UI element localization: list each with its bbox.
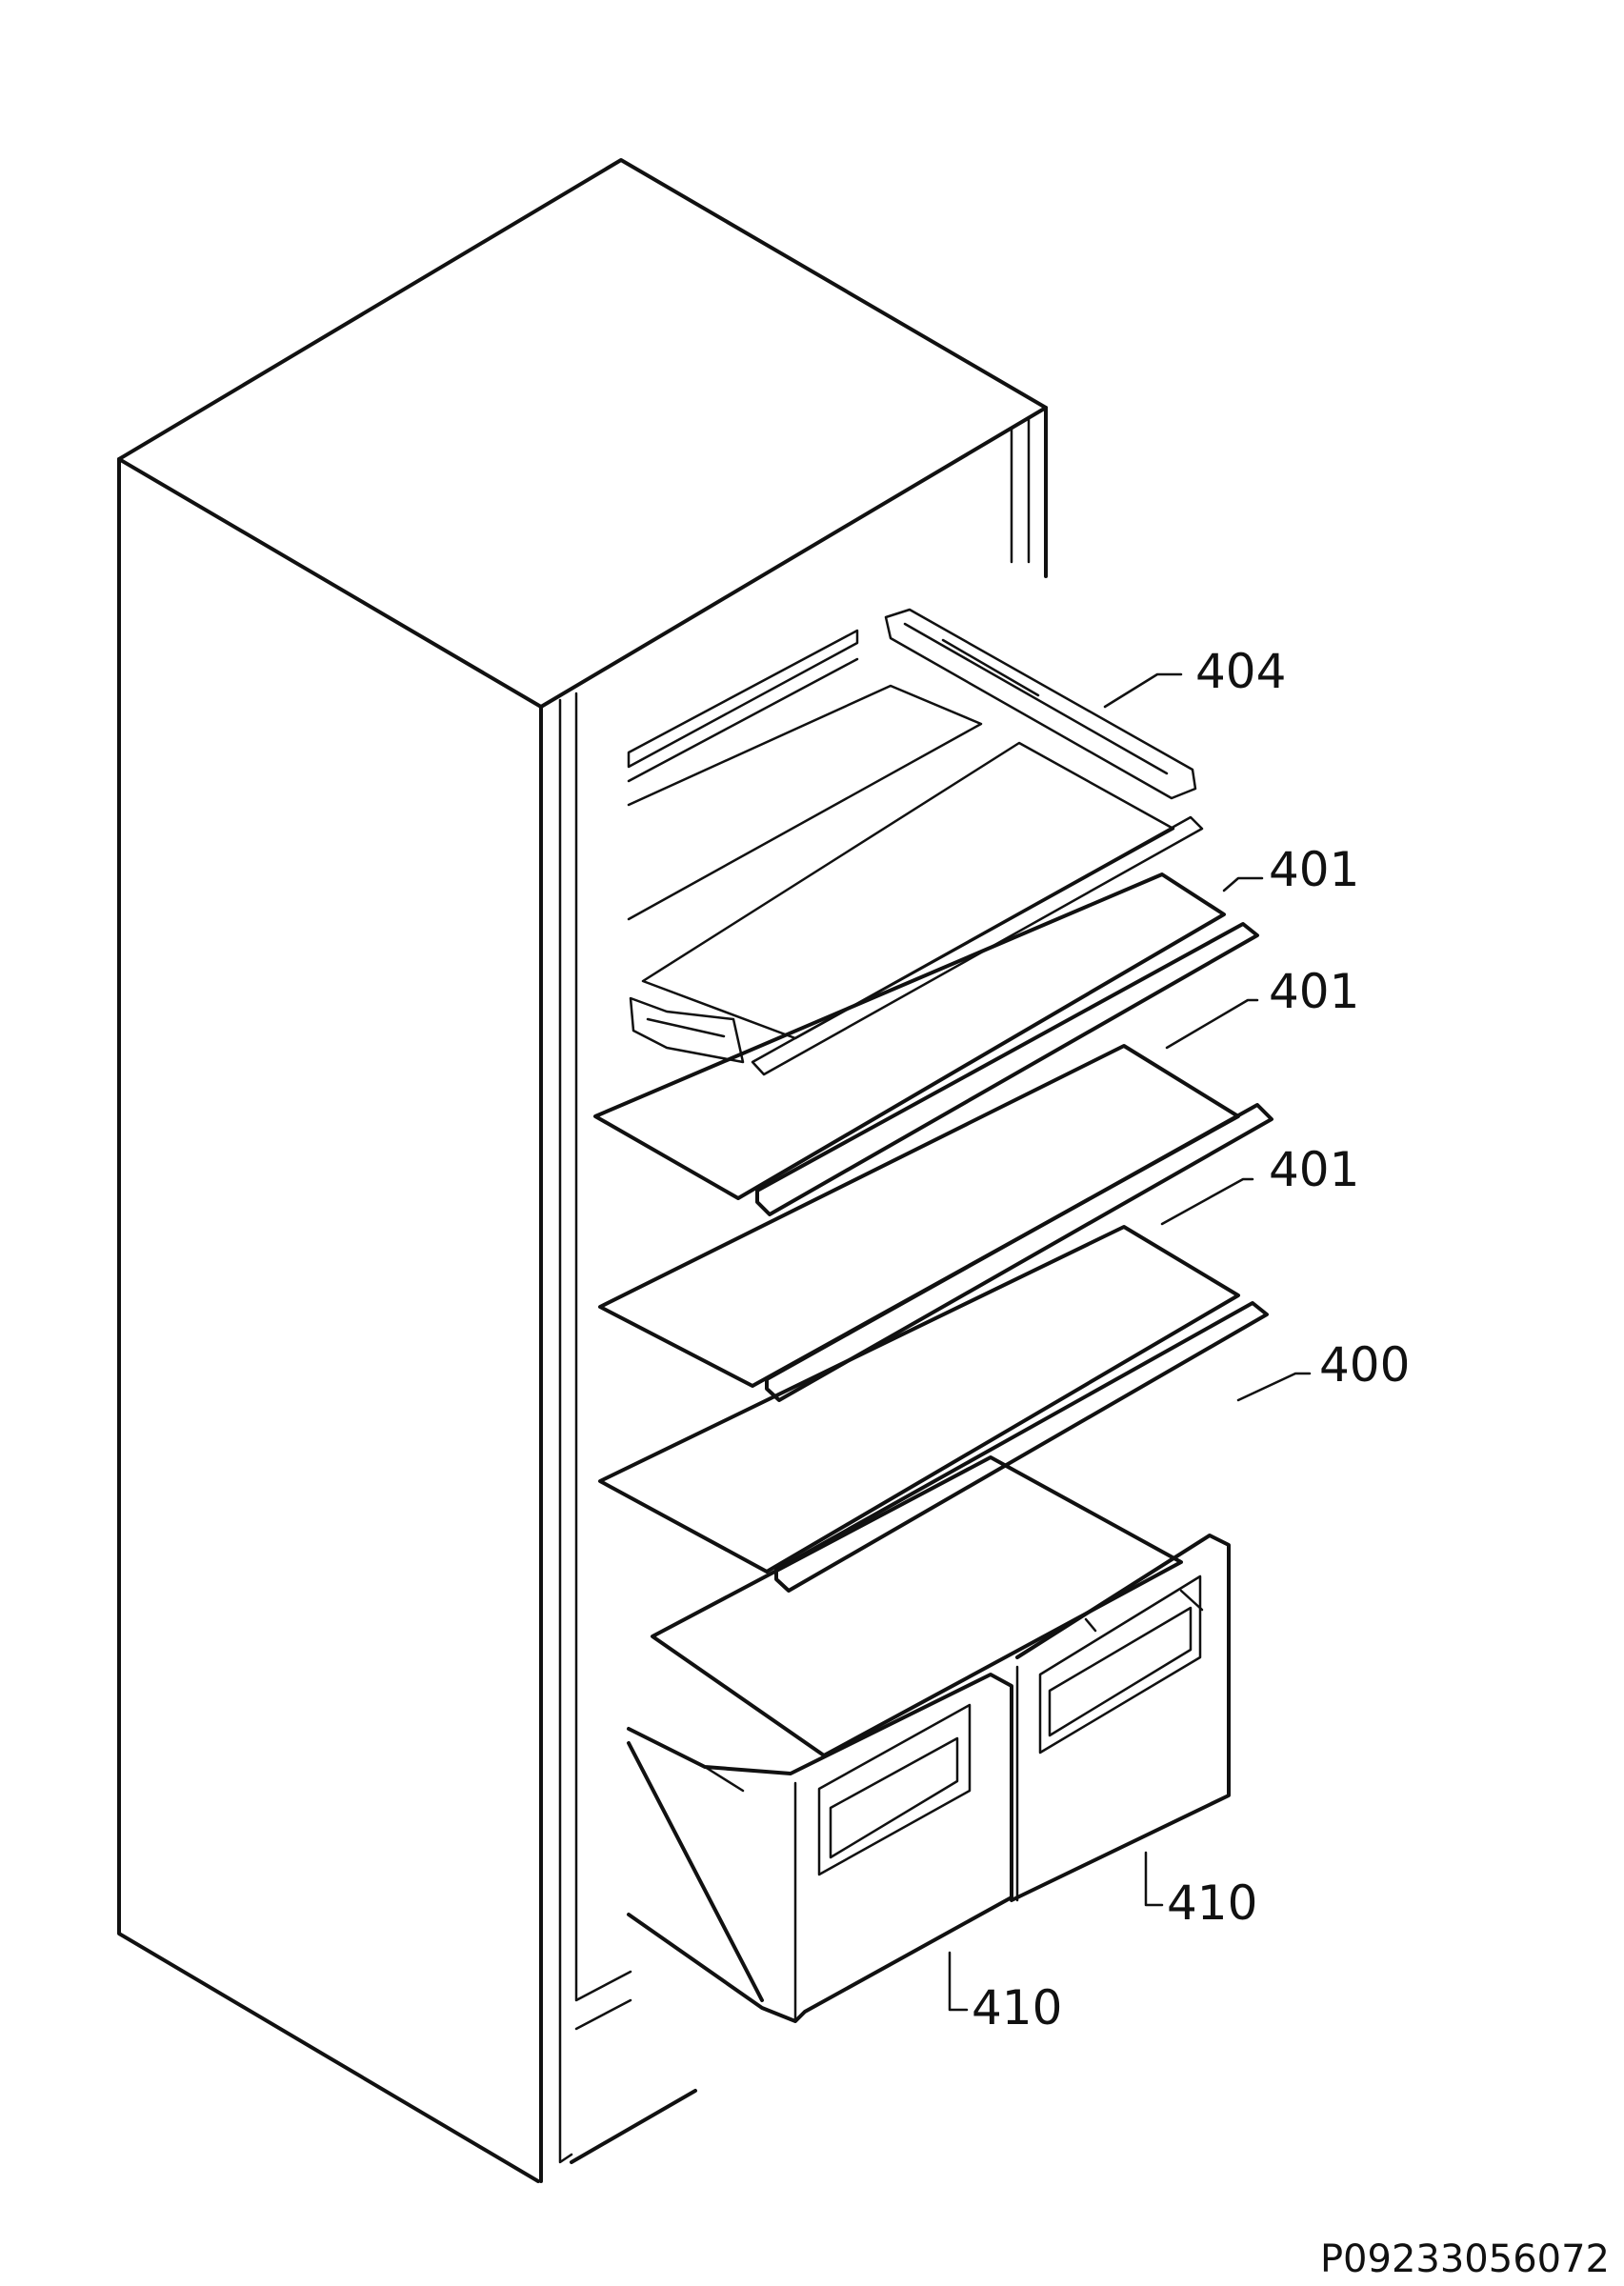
glass-shelf-3: [598, 1225, 1269, 1593]
callout-410-left: 410: [972, 1980, 1062, 2035]
callout-410-right: 410: [1167, 1875, 1257, 1931]
crisper-cover: [651, 1455, 1183, 1757]
cabinet: [117, 158, 1048, 2183]
callout-401-c: 401: [1269, 1142, 1359, 1197]
callout-401-b: 401: [1269, 964, 1359, 1019]
leader-lines: [948, 672, 1312, 2012]
glass-shelf-2: [598, 1044, 1273, 1402]
callout-401-a: 401: [1269, 842, 1359, 897]
left-drawer: [627, 1673, 1013, 2023]
callout-400: 400: [1319, 1337, 1410, 1393]
drawing-code: P09233056072: [1320, 2237, 1610, 2281]
callout-404: 404: [1195, 644, 1286, 699]
top-shelf: [627, 608, 1204, 1076]
right-drawer: [1010, 1534, 1231, 1902]
glass-shelf-1: [593, 872, 1259, 1216]
